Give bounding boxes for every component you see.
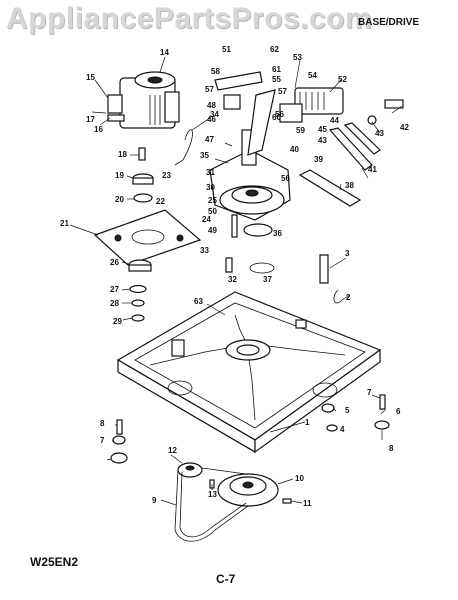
section-title: BASE/DRIVE xyxy=(358,17,420,28)
callout-51: 51 xyxy=(222,45,231,54)
callout-9: 9 xyxy=(152,496,157,505)
callout-4: 4 xyxy=(340,425,345,434)
callout-32: 32 xyxy=(228,275,237,284)
callout-15: 15 xyxy=(86,73,95,82)
callout-labels: 14 15 17 16 34 18 19 20 22 21 26 27 28 2… xyxy=(60,45,409,508)
callout-5: 5 xyxy=(345,406,350,415)
transmission-housing xyxy=(209,71,291,221)
callout-61: 61 xyxy=(272,65,281,74)
callout-30: 30 xyxy=(206,183,215,192)
model-number: W25EN2 xyxy=(30,555,79,569)
callout-56b: 56 xyxy=(281,174,290,183)
callout-8-right: 8 xyxy=(389,444,394,453)
callout-57b: 57 xyxy=(205,85,214,94)
callout-24: 24 xyxy=(202,215,211,224)
callout-55: 55 xyxy=(272,75,281,84)
callout-57: 57 xyxy=(278,87,287,96)
callout-33: 33 xyxy=(200,246,209,255)
callout-62: 62 xyxy=(270,45,279,54)
callout-36: 36 xyxy=(273,229,282,238)
callout-47: 47 xyxy=(205,135,214,144)
callout-45: 45 xyxy=(318,125,327,134)
callout-56: 56 xyxy=(275,110,284,119)
callout-7-left: 8 xyxy=(100,419,105,428)
callout-63: 63 xyxy=(194,297,203,306)
callout-6-left: 7 xyxy=(100,436,105,445)
callout-22: 22 xyxy=(156,197,165,206)
callout-28: 28 xyxy=(110,299,119,308)
callout-leaders xyxy=(69,56,403,506)
callout-46: 46 xyxy=(207,115,216,124)
callout-23: 23 xyxy=(162,171,171,180)
springs-and-hardware xyxy=(110,214,390,464)
callout-48: 48 xyxy=(207,101,216,110)
callout-26: 26 xyxy=(110,258,119,267)
base-plate xyxy=(116,291,382,454)
callout-11: 11 xyxy=(303,499,312,508)
watermark-logo: AppliancePartsPros.com xyxy=(6,2,373,35)
callout-13: 13 xyxy=(208,490,217,499)
callout-18: 18 xyxy=(118,150,127,159)
callout-12: 12 xyxy=(168,446,177,455)
callout-31: 31 xyxy=(206,168,215,177)
callout-1: 1 xyxy=(305,418,310,427)
callout-43: 43 xyxy=(318,136,327,145)
callout-43b: 43 xyxy=(375,129,384,138)
callout-50: 50 xyxy=(208,207,217,216)
callout-59: 59 xyxy=(296,126,305,135)
callout-37: 37 xyxy=(263,275,272,284)
callout-35: 35 xyxy=(200,151,209,160)
callout-38: 38 xyxy=(345,181,354,190)
callout-2: 2 xyxy=(346,293,351,302)
callout-53: 53 xyxy=(293,53,302,62)
callout-58: 58 xyxy=(211,67,220,76)
hose xyxy=(174,129,193,166)
callout-29: 29 xyxy=(113,317,122,326)
page-number: C-7 xyxy=(216,572,236,586)
callout-10: 10 xyxy=(295,474,304,483)
callout-27: 27 xyxy=(110,285,119,294)
callout-54: 54 xyxy=(308,71,317,80)
callout-52: 52 xyxy=(338,75,347,84)
shifter-arms xyxy=(298,99,404,207)
callout-40: 40 xyxy=(290,145,299,154)
callout-34: 34 xyxy=(210,110,219,119)
actuator-assembly xyxy=(279,87,344,123)
callout-21: 21 xyxy=(60,219,69,228)
callout-42: 42 xyxy=(400,123,409,132)
callout-6-right: 6 xyxy=(396,407,401,416)
callout-16: 16 xyxy=(94,125,103,134)
callout-60: 60 xyxy=(272,113,281,122)
drive-pulleys-and-belt xyxy=(174,462,292,542)
callout-49: 49 xyxy=(208,226,217,235)
clutch-stack xyxy=(93,147,202,322)
callout-39: 39 xyxy=(314,155,323,164)
callout-20: 20 xyxy=(115,195,124,204)
callout-7-right: 7 xyxy=(367,388,372,397)
callout-3: 3 xyxy=(345,249,350,258)
motor-assembly xyxy=(107,71,180,129)
callout-14: 14 xyxy=(160,48,169,57)
callout-17: 17 xyxy=(86,115,95,124)
callout-19: 19 xyxy=(115,171,124,180)
callout-41: 41 xyxy=(368,165,377,174)
callout-25: 25 xyxy=(208,196,217,205)
callout-44: 44 xyxy=(330,116,339,125)
